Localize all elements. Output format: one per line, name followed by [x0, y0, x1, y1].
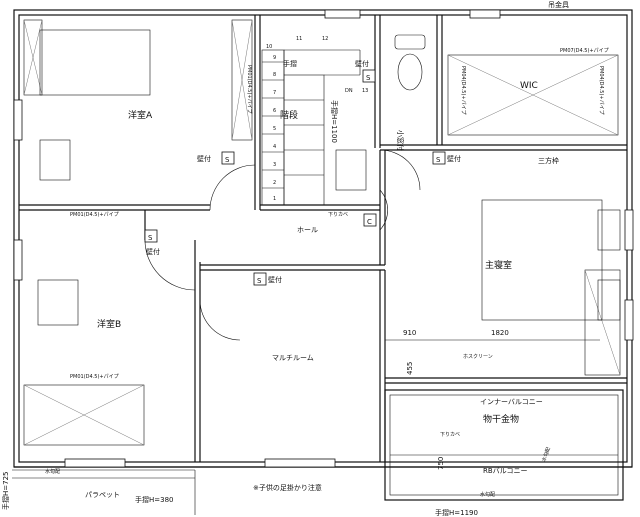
top-cut-label: 吊金具 — [548, 0, 569, 9]
screen-label: ホスクリーン — [463, 354, 493, 360]
balcony — [12, 389, 624, 515]
drain-bottom-label: 水勾配 — [480, 491, 495, 498]
master-label: 主寝室 — [485, 259, 512, 271]
handrail-h1190-label: 手摺H=1190 — [435, 508, 478, 517]
step-9: 9 — [273, 55, 276, 61]
inner-balcony-label: インナーバルコニー — [480, 398, 543, 406]
s-box-5 — [253, 272, 267, 286]
door-swings — [144, 149, 421, 341]
pm-e-label: PM04(D4.5)+パイプ — [598, 66, 604, 115]
s-symbol-3: S — [436, 156, 441, 164]
s-symbol-4: S — [148, 234, 153, 242]
wall-mount-label-2: 壁付 — [355, 59, 369, 68]
pm-b-label: PM01(D4.5)+パイプ — [246, 65, 252, 114]
room-a-label: 洋室A — [128, 109, 153, 121]
handrail-h725-label: 手摺H=725 — [1, 472, 10, 511]
dim-1820: 1820 — [491, 329, 509, 337]
s-symbol-5: S — [257, 277, 262, 285]
annotations: 吊金具 手摺 DN 手摺H=1100 三方枠 下りカベ 下りカベ ホスクリーン … — [1, 0, 609, 517]
drain-left-label: 水勾配 — [45, 468, 60, 475]
c-symbol: C — [367, 218, 372, 226]
furniture — [37, 29, 621, 326]
wall-mount-label-5: 壁付 — [268, 275, 282, 284]
step-7: 7 — [273, 90, 276, 96]
step-2: 2 — [273, 180, 276, 186]
step-6: 6 — [273, 108, 276, 114]
handrail-label: 手摺 — [283, 59, 297, 68]
dim-750: 750 — [437, 457, 445, 470]
step-11: 11 — [296, 36, 302, 42]
s-symbol-1: S — [225, 156, 230, 164]
windows — [13, 9, 634, 468]
step-10: 10 — [266, 44, 272, 50]
pm-d-label: PM04(D4.5)+パイプ — [460, 66, 466, 115]
toilet-label: 小窓付 — [396, 130, 405, 151]
pm-c-label: PM07(D4.5)+パイプ — [560, 48, 609, 54]
caution-label: ※子供の足掛かり注意 — [253, 483, 322, 492]
parapet-label: パラペット — [85, 491, 120, 499]
step-12: 12 — [322, 36, 328, 42]
stairs-label: 階段 — [280, 109, 298, 121]
dim-455: 455 — [406, 362, 414, 375]
room-b-label: 洋室B — [97, 318, 121, 330]
c-box — [363, 213, 377, 227]
sagari-kabe-1-label: 下りカベ — [328, 212, 348, 218]
fixtures: 壁付 S 壁付 S 壁付 S 壁付 S 壁付 S C — [144, 59, 461, 286]
wall-mount-label-4: 壁付 — [146, 247, 160, 256]
wall-mount-label-3: 壁付 — [447, 154, 461, 163]
s-box-2 — [362, 69, 376, 83]
s-box-4 — [144, 229, 158, 243]
handrail-h380-label: 手摺H=380 — [135, 495, 174, 504]
sankaku-label: 三方枠 — [538, 156, 559, 165]
room-labels: 洋室A 洋室B 主寝室 マルチルーム ホール 階段 WIC 小窓付 物干金物 イ… — [97, 81, 543, 475]
closets — [23, 19, 621, 446]
step-3: 3 — [273, 162, 276, 168]
dim-910: 910 — [403, 329, 416, 337]
step-8: 8 — [273, 72, 276, 78]
drying-label: 物干金物 — [483, 413, 519, 425]
pm-a-label: PM01(D4.5)+パイプ — [70, 212, 119, 218]
staircase — [261, 49, 361, 206]
step-5: 5 — [273, 126, 276, 132]
s-symbol-2: S — [366, 74, 371, 82]
hall-label: ホール — [297, 226, 318, 234]
dimensions: 910 1820 455 750 — [385, 329, 600, 470]
step-13: 13 — [362, 88, 368, 94]
step-1: 1 — [273, 196, 276, 202]
multi-room-label: マルチルーム — [272, 354, 314, 362]
s-box-3 — [432, 151, 446, 165]
wic-label: WIC — [520, 81, 538, 91]
dn-label: DN — [345, 88, 353, 94]
rb-balcony-label: RBバルコニー — [483, 467, 528, 475]
drain-right-label: 水勾配 — [540, 446, 552, 463]
sagari-kabe-2-label: 下りカベ — [440, 432, 460, 438]
s-box-1 — [221, 151, 235, 165]
pm-f-label: PM01(D4.5)+パイプ — [70, 374, 119, 380]
step-4: 4 — [273, 144, 276, 150]
stair-numbers: 1 2 3 4 5 6 7 8 9 10 11 12 13 — [266, 36, 368, 202]
handrail-h1100-label: 手摺H=1100 — [330, 100, 339, 143]
wall-mount-label-1: 壁付 — [197, 154, 211, 163]
toilet — [394, 34, 426, 91]
